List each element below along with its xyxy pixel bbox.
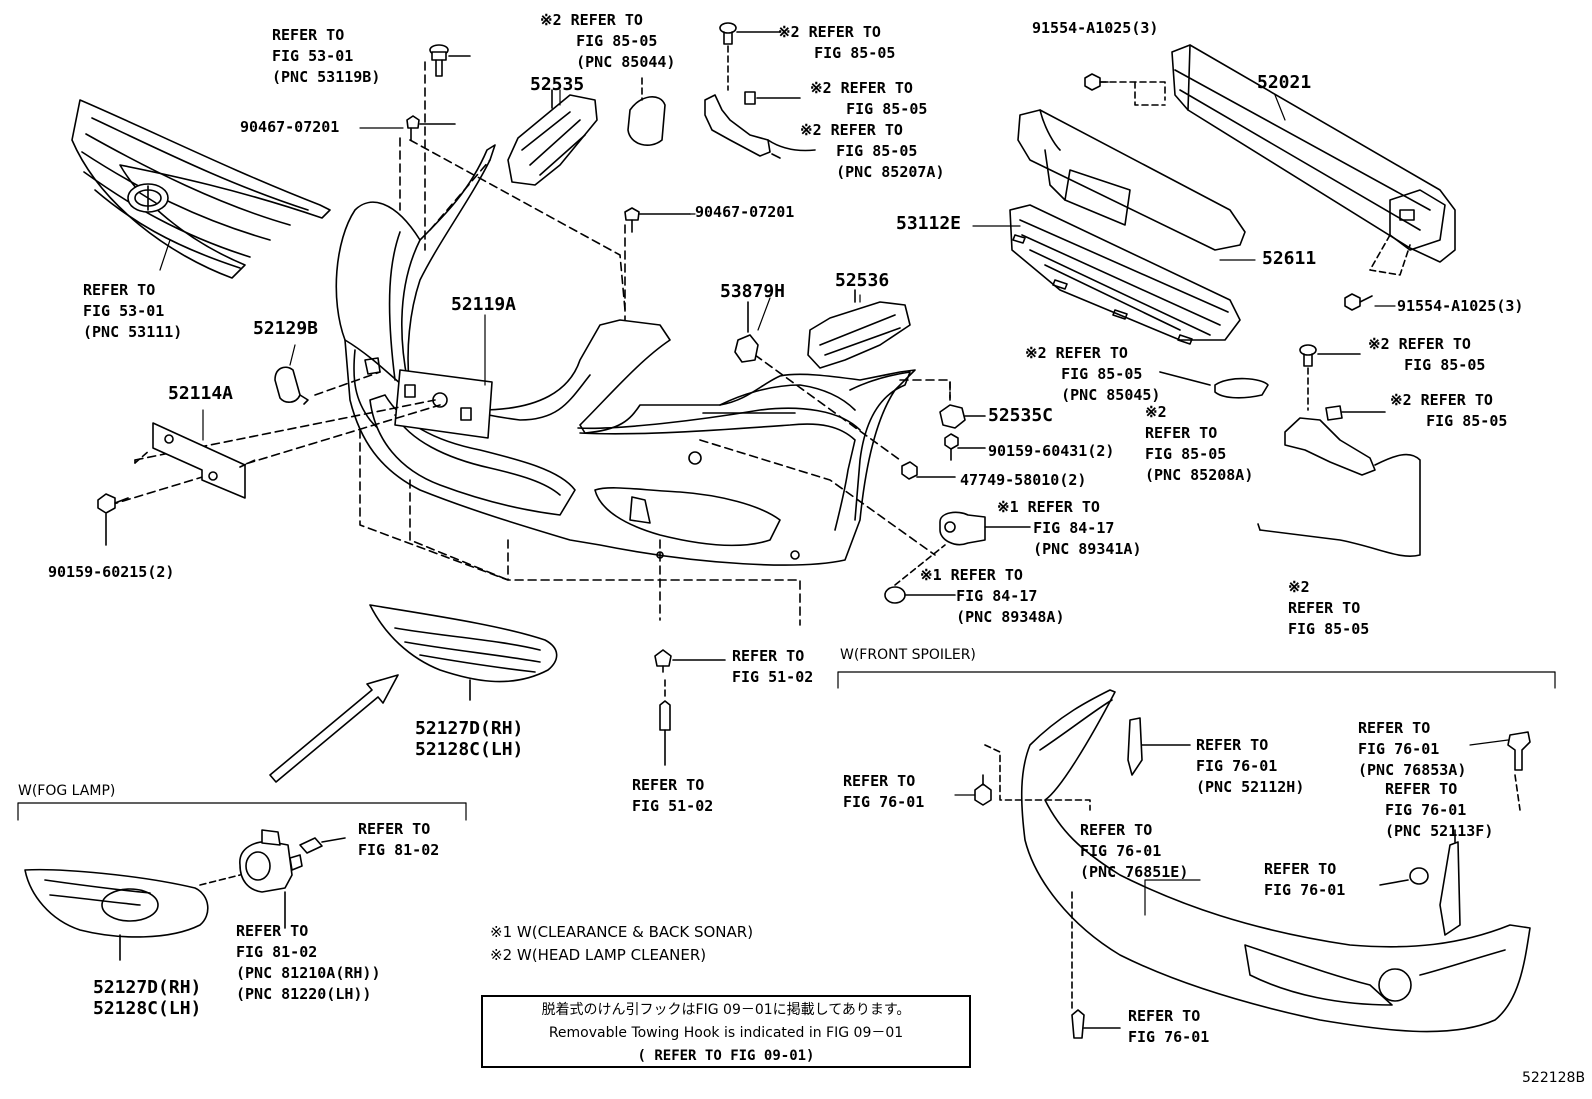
- label-spoiler-nut-ref: REFER TO FIG 76-01: [1264, 860, 1346, 899]
- label-screw-90159-60431: 90159-60431(2): [988, 442, 1115, 460]
- label-clip-90467-07201-right: 90467-07201: [695, 203, 795, 221]
- part-52536-bracket: [808, 290, 910, 368]
- spoiler-small-parts: [975, 718, 1530, 1038]
- label-washer-nozzle-85207A-ref: ※2 REFER TO FIG 85-05 (PNC 85207A): [800, 121, 945, 181]
- front-spoiler-drawing: [985, 690, 1530, 1032]
- label-spoiler-52112H-ref: REFER TO FIG 76-01 (PNC 52112H): [1196, 736, 1305, 796]
- part-52127D-fog-cover-upper: [370, 605, 557, 700]
- part-53879H-clip: [735, 302, 758, 362]
- radiator-grille-drawing: [72, 100, 330, 278]
- part-bolt-91554-A1025: [1085, 74, 1372, 310]
- label-part-52535C: 52535C: [988, 405, 1054, 426]
- part-clip-fig-51-02: [655, 650, 725, 765]
- label-clip-fig-51-02-b: REFER TO FIG 51-02: [632, 776, 714, 815]
- label-part-53879H: 53879H: [720, 281, 786, 302]
- label-clip-90467-07201-left: 90467-07201: [240, 118, 340, 136]
- part-52129B-cap: [275, 367, 308, 404]
- part-52114A-retainer: [135, 423, 255, 498]
- label-part-52535: 52535: [530, 74, 585, 95]
- label-washer-nozzle-85208A-ref: ※2 REFER TO FIG 85-05 (PNC 85208A): [1145, 403, 1254, 484]
- part-85044-washer-cap: [628, 78, 665, 145]
- view-direction-arrow: [270, 675, 398, 782]
- label-bolt-91554-bottom: 91554-A1025(3): [1397, 297, 1524, 315]
- label-washer-cap-85045-ref: ※2 REFER TO FIG 85-05 (PNC 85045): [1025, 344, 1161, 404]
- diagram-id: 522128B: [1522, 1070, 1586, 1086]
- part-screw-90159-60431: [945, 434, 985, 460]
- front-spoiler-section-frame: [838, 672, 1555, 688]
- label-spoiler-screw-ref: REFER TO FIG 76-01: [843, 772, 925, 811]
- part-89341A-sonar-sensor: [885, 512, 1030, 603]
- label-washer-ref-4: ※2 REFER TO FIG 85-05: [1390, 391, 1508, 430]
- label-fog-cover-upper-part: 52127D(RH) 52128C(LH): [415, 718, 524, 760]
- part-screw-47749-58010: [902, 462, 955, 479]
- towing-note-english: Removable Towing Hook is indicated in FI…: [548, 1025, 904, 1041]
- label-spoiler-76851E-ref: REFER TO FIG 76-01 (PNC 76851E): [1080, 821, 1189, 881]
- part-bolt-90159-60215: [98, 494, 128, 545]
- label-fog-lamp-unit-ref: REFER TO FIG 81-02 (PNC 81210A(RH)) (PNC…: [236, 922, 381, 1003]
- label-spoiler-52113F-ref: REFER TO FIG 76-01 (PNC 52113F): [1385, 780, 1494, 840]
- part-52021-reinforcement: [1100, 45, 1455, 275]
- part-53112E-lower-grille: [1010, 205, 1240, 344]
- label-spoiler-76853A-ref: REFER TO FIG 76-01 (PNC 76853A): [1358, 719, 1467, 779]
- label-washer-ref-2: ※2 REFER TO FIG 85-05: [810, 79, 928, 118]
- part-52611-absorber: [1018, 110, 1245, 250]
- towing-note-reference: ( REFER TO FIG 09-01): [637, 1048, 815, 1064]
- label-clip-fig-51-02-a: REFER TO FIG 51-02: [732, 647, 814, 686]
- label-part-52129B: 52129B: [253, 318, 319, 339]
- label-grille-clip-ref: REFER TO FIG 53-01 (PNC 53119B): [272, 26, 381, 86]
- fog-lamp-unit-drawing: [200, 830, 345, 928]
- label-fog-bulb-ref: REFER TO FIG 81-02: [358, 820, 440, 859]
- label-sonar-89341A-ref: ※1 REFER TO FIG 84-17 (PNC 89341A): [997, 498, 1142, 558]
- part-52535-bracket: [508, 90, 597, 185]
- label-washer-ref-1: ※2 REFER TO FIG 85-05: [778, 23, 896, 62]
- grille-fasteners: [407, 45, 470, 140]
- part-85208A-washer-nozzle: [1258, 345, 1420, 556]
- label-part-52021: 52021: [1257, 72, 1312, 93]
- label-bolt-91554-top: 91554-A1025(3): [1032, 19, 1159, 37]
- label-part-53112E: 53112E: [896, 213, 962, 234]
- label-fog-cover-lower-part: 52127D(RH) 52128C(LH): [93, 977, 202, 1019]
- part-clip-90467-07201-right: [625, 208, 690, 232]
- leader-lines: [160, 90, 1508, 915]
- label-part-52611: 52611: [1262, 248, 1317, 269]
- section-label-fog-lamp: W(FOG LAMP): [18, 783, 116, 799]
- fog-lamp-section-frame: [18, 803, 466, 820]
- towing-hook-note-box: 脱着式のけん引フックはFIG 09－01に掲載してあります。 Removable…: [481, 995, 971, 1068]
- legend-note-1: ※1 W(CLEARANCE & BACK SONAR): [490, 923, 754, 941]
- label-radiator-grille-ref: REFER TO FIG 53-01 (PNC 53111): [83, 281, 183, 341]
- part-85045-washer-cap: [1160, 372, 1268, 398]
- legend-note-2: ※2 W(HEAD LAMP CLEANER): [490, 946, 707, 964]
- label-spoiler-clip-ref: REFER TO FIG 76-01: [1128, 1007, 1210, 1046]
- section-label-front-spoiler: W(FRONT SPOILER): [840, 647, 976, 663]
- label-part-52114A: 52114A: [168, 383, 234, 404]
- towing-note-japanese: 脱着式のけん引フックはFIG 09－01に掲載してあります。: [541, 1002, 911, 1018]
- front-bumper-cover-drawing: [336, 145, 915, 565]
- part-52535C-clip: [940, 382, 985, 428]
- label-washer-cap-85044-ref: ※2 REFER TO FIG 85-05 (PNC 85044): [540, 11, 676, 71]
- label-sonar-89348A-ref: ※1 REFER TO FIG 84-17 (PNC 89348A): [920, 566, 1065, 626]
- label-washer-hose-ref: ※2 REFER TO FIG 85-05: [1288, 578, 1370, 638]
- part-85207A-washer-nozzle: [705, 23, 815, 158]
- label-part-52119A: 52119A: [451, 294, 517, 315]
- label-screw-47749-58010: 47749-58010(2): [960, 471, 1087, 489]
- fog-lamp-cover-lower-drawing: [25, 870, 208, 960]
- label-part-52536: 52536: [835, 270, 890, 291]
- bumper-dashed-lines: [110, 62, 950, 625]
- label-washer-ref-3: ※2 REFER TO FIG 85-05: [1368, 335, 1486, 374]
- label-bolt-90159-60215: 90159-60215(2): [48, 563, 175, 581]
